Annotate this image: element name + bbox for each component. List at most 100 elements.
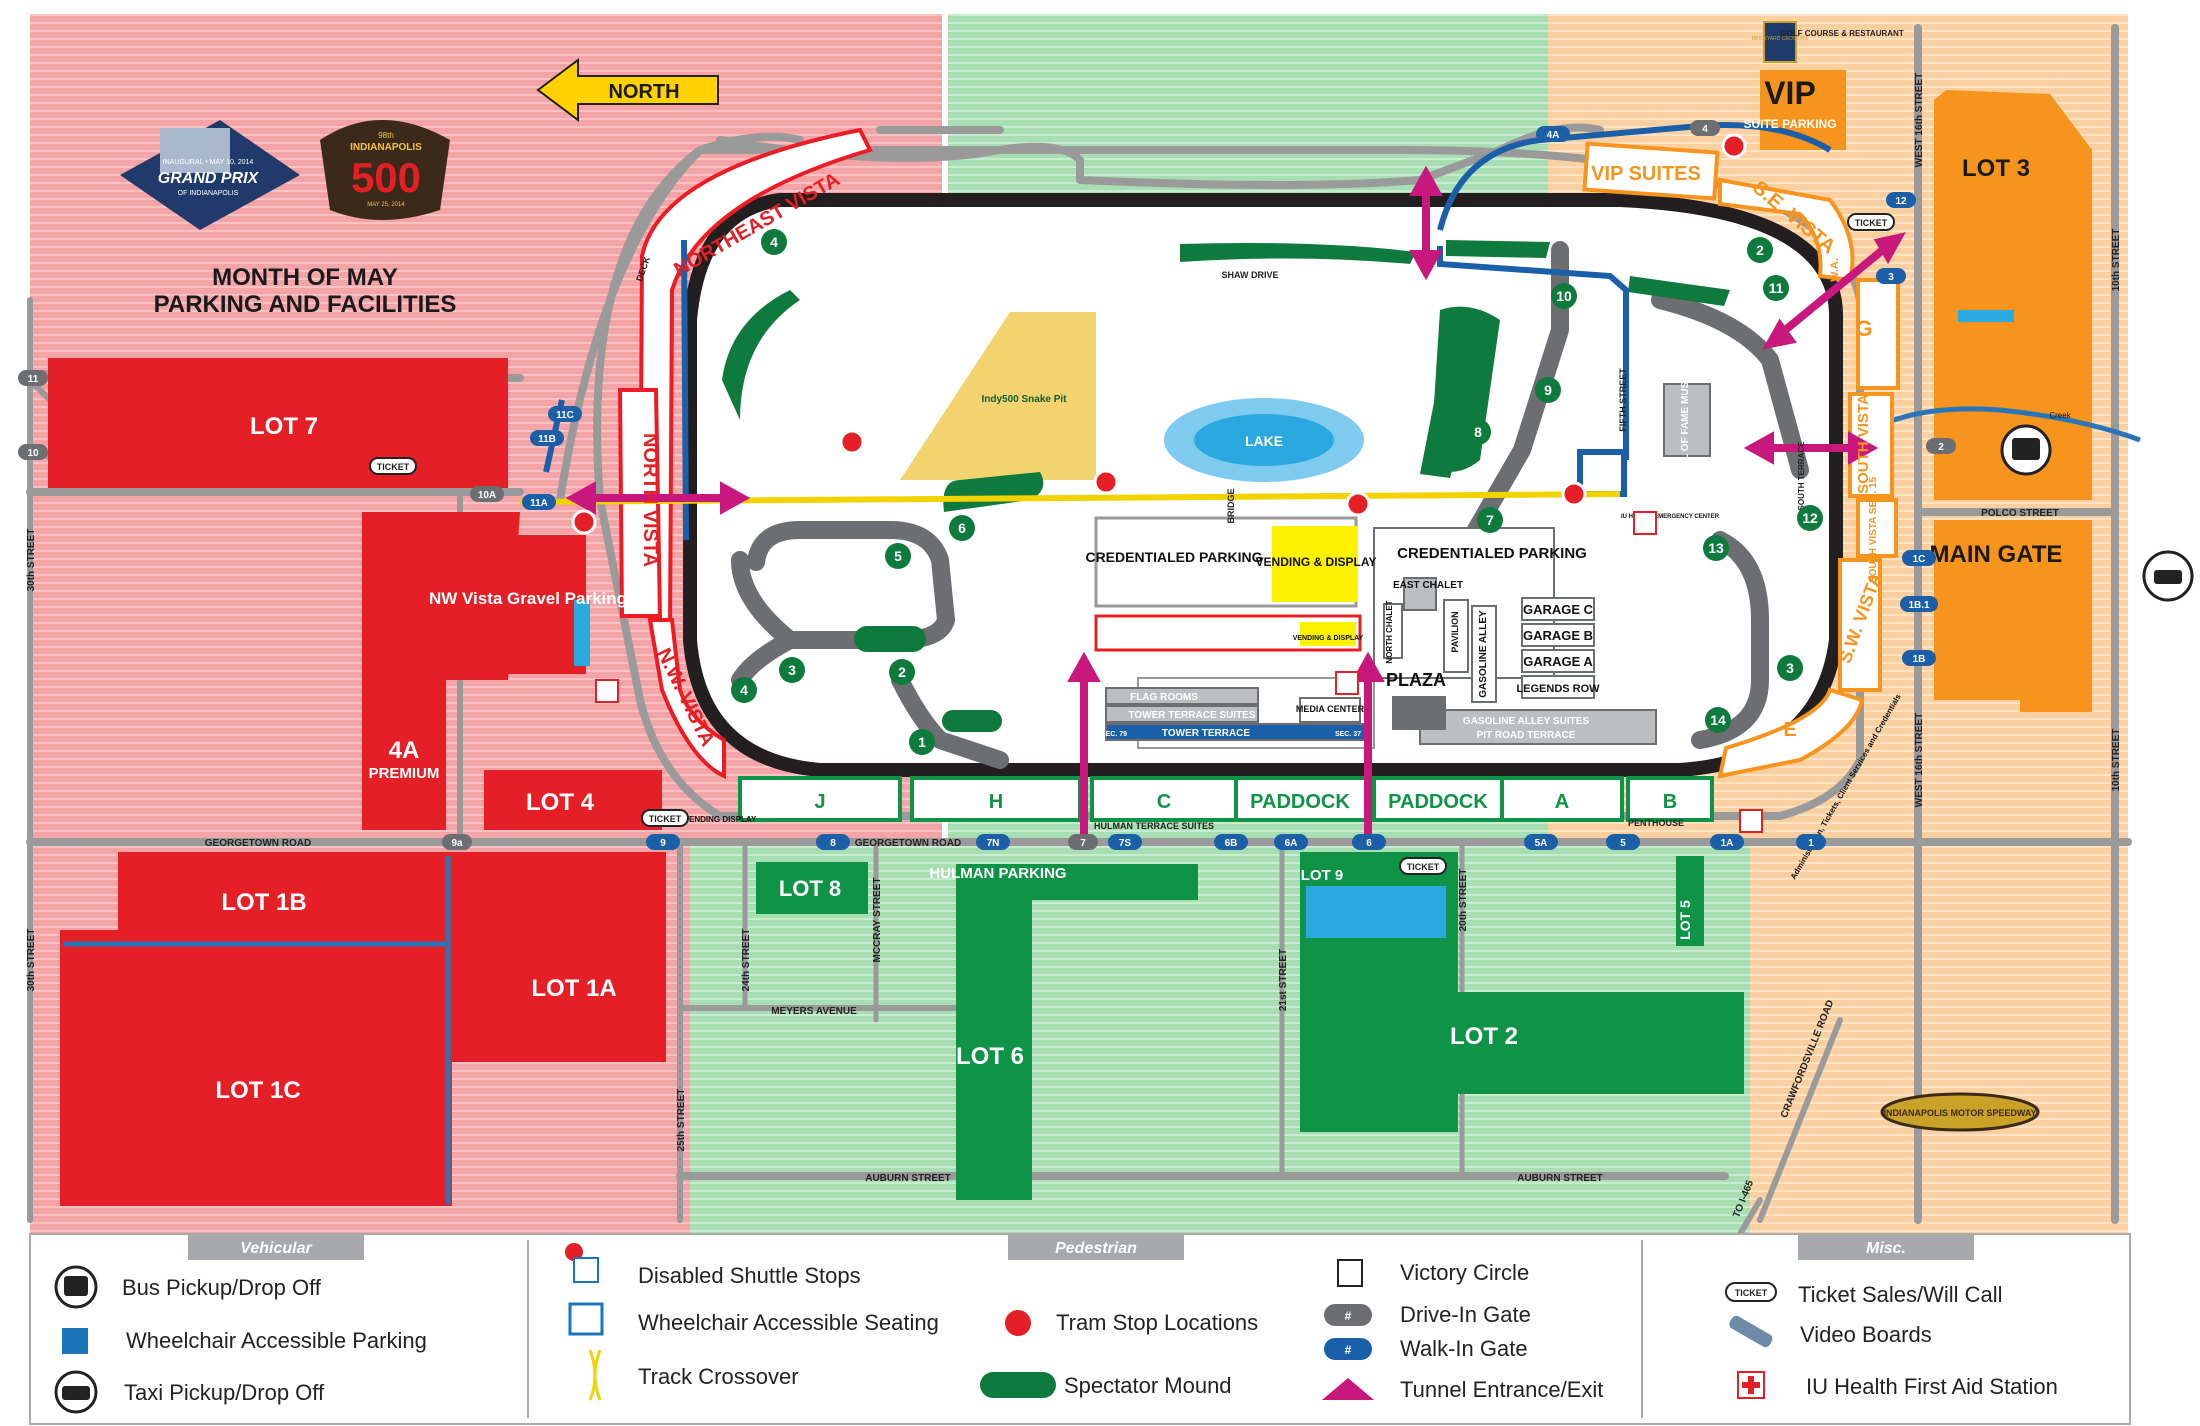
creeks-lot1: [64, 856, 451, 1204]
legend-head-pedestrian: Pedestrian: [1055, 1240, 1137, 1257]
svg-text:CREDENTIALED PARKING: CREDENTIALED PARKING: [1397, 545, 1587, 562]
svg-text:30th STREET: 30th STREET: [26, 929, 37, 992]
svg-text:#: #: [1345, 1343, 1352, 1357]
lot-9-water: [1306, 886, 1446, 938]
svg-text:TOWER TERRACE SUITES: TOWER TERRACE SUITES: [1128, 710, 1255, 721]
indy-500-logo: 98th INDIANAPOLIS 500 MAY 25, 2014: [320, 120, 450, 220]
legend-disabled-shuttle: Disabled Shuttle Stops: [638, 1263, 861, 1288]
svg-text:GRAND PRIX: GRAND PRIX: [158, 170, 260, 187]
svg-text:VENDING & DISPLAY: VENDING & DISPLAY: [1256, 555, 1377, 569]
svg-text:LOT 9: LOT 9: [1301, 867, 1344, 884]
svg-text:3: 3: [1888, 272, 1894, 283]
drive-in-gates: 11 10 10A 4 12 3 2 1 7 9a: [18, 120, 1956, 850]
svg-text:HALL OF FAME MUSEUM: HALL OF FAME MUSEUM: [1680, 360, 1691, 481]
snake-pit-area: [900, 312, 1096, 480]
svg-text:PENTHOUSE: PENTHOUSE: [1628, 818, 1684, 828]
svg-text:2: 2: [1756, 242, 1764, 258]
lot-1a: [450, 860, 666, 1060]
svg-text:LOT 6: LOT 6: [956, 1043, 1024, 1070]
tram-stops: [571, 133, 1747, 535]
zone-orange-south: [1750, 842, 2128, 1234]
lot-8: [756, 862, 868, 914]
svg-text:500: 500: [351, 154, 421, 201]
svg-text:LOT 3: LOT 3: [1962, 155, 2030, 182]
svg-text:AUBURN STREET: AUBURN STREET: [1517, 1173, 1603, 1184]
svg-text:12: 12: [1895, 196, 1907, 207]
svg-text:MCCRAY STREET: MCCRAY STREET: [872, 877, 883, 962]
svg-text:VENDING & DISPLAY: VENDING & DISPLAY: [1293, 635, 1364, 642]
north-arrow: [536, 58, 719, 122]
svg-text:PIT ROAD TERRACE: PIT ROAD TERRACE: [1477, 730, 1576, 741]
lot-4: [484, 770, 662, 830]
legend-wc-parking-icon: [62, 1328, 88, 1354]
svg-text:VIP SUITES: VIP SUITES: [1591, 163, 1701, 185]
svg-text:6: 6: [958, 520, 966, 536]
legend-box: [29, 1233, 2131, 1425]
legend-video: Video Boards: [1800, 1322, 1932, 1347]
svg-text:FLAG ROOMS: FLAG ROOMS: [1130, 692, 1198, 703]
svg-text:SEC. 37: SEC. 37: [1335, 731, 1361, 738]
svg-text:TICKET: TICKET: [1735, 1288, 1768, 1298]
svg-text:30th STREET: 30th STREET: [26, 529, 37, 592]
svg-text:IU HEALTH EMERGENCY CENTER: IU HEALTH EMERGENCY CENTER: [1621, 514, 1720, 520]
svg-text:7S: 7S: [1119, 838, 1132, 849]
svg-text:BRICKYARD CROSSING: BRICKYARD CROSSING: [1752, 36, 1809, 42]
svg-text:6: 6: [1366, 838, 1372, 849]
svg-text:POLCO STREET: POLCO STREET: [1981, 508, 2059, 519]
legend-drive-in-icon: [1324, 1304, 1372, 1326]
svg-text:10: 10: [27, 448, 39, 459]
svg-text:11B: 11B: [538, 434, 556, 445]
svg-text:INDIANAPOLIS: INDIANAPOLIS: [350, 142, 422, 153]
lot-5: [1676, 856, 1704, 946]
svg-text:W.A.: W.A.: [1829, 258, 1841, 282]
svg-text:PLAZA: PLAZA: [1386, 670, 1446, 690]
lot-4a: [362, 676, 446, 830]
svg-text:PAVILION: PAVILION: [1450, 611, 1460, 652]
svg-text:E: E: [1783, 719, 1796, 741]
lot-nw-gravel: [472, 535, 586, 674]
svg-text:PADDOCK: PADDOCK: [1388, 791, 1488, 813]
svg-text:LOT 1A: LOT 1A: [531, 975, 616, 1002]
svg-text:3: 3: [788, 662, 796, 678]
svg-text:4A: 4A: [389, 737, 420, 764]
legend-disabled-shuttle-icon: [565, 1243, 599, 1283]
svg-text:1: 1: [1808, 838, 1814, 849]
svg-text:VENDING DISPLAY: VENDING DISPLAY: [684, 815, 757, 824]
svg-text:A: A: [1555, 791, 1569, 813]
north-label: NORTH: [608, 81, 679, 103]
legend-walk-in: Walk-In Gate: [1400, 1336, 1528, 1361]
svg-text:TICKET: TICKET: [377, 462, 410, 472]
legend-wc-seating: Wheelchair Accessible Seating: [638, 1310, 939, 1335]
svg-text:Indy500 Snake Pit: Indy500 Snake Pit: [981, 394, 1067, 405]
stands: [617, 127, 1900, 822]
svg-text:4: 4: [1702, 124, 1708, 135]
svg-text:10th STREET: 10th STREET: [2111, 729, 2122, 792]
legend-bus-icon: [54, 1265, 98, 1309]
svg-text:1B.1: 1B.1: [1908, 600, 1930, 611]
svg-text:TICKET: TICKET: [1407, 862, 1440, 872]
svg-text:7N: 7N: [987, 838, 1000, 849]
svg-text:WEST 16th STREET: WEST 16th STREET: [1914, 73, 1925, 167]
lot-6: [956, 864, 1198, 1200]
svg-text:BRIDGE: BRIDGE: [1226, 488, 1236, 523]
legend-first-aid-icon: [1737, 1371, 1765, 1399]
svg-text:11: 11: [1769, 280, 1784, 296]
svg-text:5: 5: [1620, 838, 1626, 849]
svg-text:H: H: [989, 791, 1003, 813]
svg-text:HULMAN PARKING: HULMAN PARKING: [929, 865, 1066, 882]
svg-text:PREMIUM: PREMIUM: [369, 765, 440, 782]
svg-text:6A: 6A: [1285, 838, 1298, 849]
legend-mound-icon: [980, 1372, 1056, 1398]
svg-text:3: 3: [1786, 660, 1794, 676]
svg-text:10A: 10A: [478, 490, 496, 501]
lake-inner: [1194, 414, 1334, 466]
svg-text:LEGENDS ROW: LEGENDS ROW: [1516, 683, 1600, 695]
tunnels: [565, 165, 1906, 840]
svg-text:9: 9: [660, 838, 666, 849]
svg-text:7: 7: [1080, 838, 1086, 849]
legend-drive-in: Drive-In Gate: [1400, 1302, 1531, 1327]
legend-tunnel: Tunnel Entrance/Exit: [1400, 1377, 1603, 1402]
svg-text:J: J: [814, 791, 825, 813]
svg-text:B: B: [1663, 791, 1677, 813]
lot-3: [1934, 90, 2092, 500]
